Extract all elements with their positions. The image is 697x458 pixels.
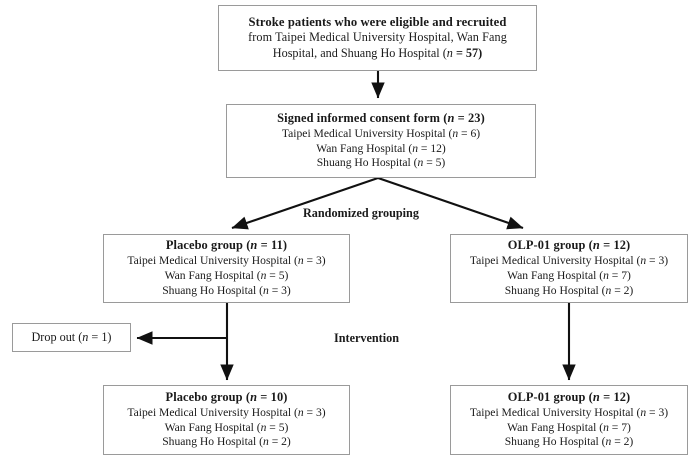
placebo-alloc-n-symbol: n bbox=[250, 238, 258, 253]
placebo-final-row-site: Shuang Ho Hospital ( bbox=[162, 435, 263, 449]
placebo-alloc-row-n-symbol: n bbox=[297, 254, 304, 268]
olp-final-row-n-value: = 2) bbox=[611, 435, 634, 449]
olp-final-row: Wan Fang Hospital (n = 7) bbox=[507, 421, 631, 436]
dropout-n-value: = 1) bbox=[88, 329, 112, 344]
consent-row-n-symbol: n bbox=[412, 141, 418, 155]
dropout-text: Drop out (n = 1) bbox=[32, 330, 112, 346]
placebo-alloc-row: Taipei Medical University Hospital (n = … bbox=[127, 254, 325, 269]
placebo-final-row: Wan Fang Hospital (n = 5) bbox=[165, 421, 289, 436]
olp-final-row: Taipei Medical University Hospital (n = … bbox=[470, 406, 668, 421]
placebo-final-header-text: Placebo group ( bbox=[165, 389, 251, 404]
olp-final-row-site: Wan Fang Hospital ( bbox=[507, 420, 604, 434]
placebo-alloc-row: Wan Fang Hospital (n = 5) bbox=[165, 269, 289, 284]
placebo-final-row-site: Wan Fang Hospital ( bbox=[164, 420, 261, 434]
box-dropout: Drop out (n = 1) bbox=[12, 323, 131, 352]
placebo-alloc-row-site: Taipei Medical University Hospital ( bbox=[127, 254, 298, 268]
eligible-line-2: from Taipei Medical University Hospital,… bbox=[248, 30, 507, 45]
placebo-alloc-row-n-symbol: n bbox=[260, 269, 267, 283]
olp-alloc-row-n-value: = 2) bbox=[611, 283, 634, 297]
consent-row-n-value: = 12) bbox=[418, 141, 446, 155]
placebo-alloc-header-text: Placebo group ( bbox=[165, 238, 251, 253]
placebo-alloc-row-n-symbol: n bbox=[263, 283, 269, 297]
placebo-alloc-row-n-value: = 3) bbox=[268, 283, 291, 297]
olp-final-n-symbol: n bbox=[592, 389, 600, 404]
olp-final-row-n-value: = 7) bbox=[608, 420, 631, 434]
olp-final-row-n-symbol: n bbox=[640, 405, 647, 419]
consent-n-value: = 23) bbox=[454, 110, 485, 125]
box-eligible-recruited: Stroke patients who were eligible and re… bbox=[218, 5, 537, 71]
placebo-alloc-row-n-value: = 3) bbox=[303, 254, 326, 268]
consent-row: Taipei Medical University Hospital (n = … bbox=[282, 127, 480, 142]
placebo-alloc-row-n-value: = 5) bbox=[266, 269, 289, 283]
eligible-n-symbol: n bbox=[446, 46, 453, 61]
olp-alloc-n-value: = 12) bbox=[599, 238, 631, 253]
olp-alloc-header-text: OLP-01 group ( bbox=[507, 238, 593, 253]
placebo-alloc-n-value: = 11) bbox=[257, 238, 288, 253]
olp-alloc-row-n-symbol: n bbox=[605, 283, 612, 297]
placebo-final-row-n-value: = 2) bbox=[268, 435, 291, 449]
consent-row-n-value: = 5) bbox=[423, 156, 446, 170]
consent-n-symbol: n bbox=[447, 110, 455, 125]
consent-row: Wan Fang Hospital (n = 12) bbox=[316, 142, 446, 157]
olp-final-row: Shuang Ho Hospital (n = 2) bbox=[505, 435, 634, 450]
olp-alloc-row-n-symbol: n bbox=[603, 269, 609, 283]
consent-row-site: Shuang Ho Hospital ( bbox=[316, 156, 418, 170]
consent-row-n-symbol: n bbox=[452, 126, 459, 140]
placebo-alloc-header: Placebo group (n = 11) bbox=[166, 238, 287, 254]
box-olp-allocated: OLP-01 group (n = 12) Taipei Medical Uni… bbox=[450, 234, 688, 303]
olp-alloc-row: Shuang Ho Hospital (n = 2) bbox=[505, 284, 634, 299]
olp-alloc-row-n-symbol: n bbox=[640, 254, 647, 268]
box-placebo-allocated: Placebo group (n = 11) Taipei Medical Un… bbox=[103, 234, 350, 303]
eligible-n-value: = 57) bbox=[452, 46, 483, 61]
eligible-line-3-text: Hospital, and Shuang Ho Hospital ( bbox=[272, 46, 447, 61]
placebo-final-row-site: Taipei Medical University Hospital ( bbox=[127, 405, 298, 419]
placebo-final-row-n-symbol: n bbox=[297, 405, 304, 419]
eligible-line-3: Hospital, and Shuang Ho Hospital (n = 57… bbox=[273, 46, 482, 62]
box-signed-consent: Signed informed consent form (n = 23) Ta… bbox=[226, 104, 536, 178]
placebo-final-row: Taipei Medical University Hospital (n = … bbox=[127, 406, 325, 421]
olp-alloc-row-n-value: = 7) bbox=[608, 269, 631, 283]
olp-final-row-n-symbol: n bbox=[605, 435, 612, 449]
olp-alloc-row-n-value: = 3) bbox=[646, 254, 669, 268]
placebo-final-n-value: = 10) bbox=[257, 389, 288, 404]
placebo-alloc-row: Shuang Ho Hospital (n = 3) bbox=[162, 284, 291, 299]
olp-alloc-row-site: Taipei Medical University Hospital ( bbox=[469, 254, 641, 268]
olp-final-header-text: OLP-01 group ( bbox=[507, 389, 593, 404]
box-placebo-analyzed: Placebo group (n = 10) Taipei Medical Un… bbox=[103, 385, 350, 455]
olp-final-row-n-symbol: n bbox=[603, 420, 609, 434]
olp-alloc-row-site: Shuang Ho Hospital ( bbox=[504, 283, 606, 297]
olp-alloc-row-site: Wan Fang Hospital ( bbox=[507, 269, 604, 283]
consent-row: Shuang Ho Hospital (n = 5) bbox=[317, 156, 446, 171]
olp-final-row-site: Taipei Medical University Hospital ( bbox=[469, 405, 641, 419]
olp-alloc-header: OLP-01 group (n = 12) bbox=[508, 238, 631, 254]
placebo-final-header: Placebo group (n = 10) bbox=[166, 390, 288, 406]
consent-row-n-symbol: n bbox=[417, 156, 424, 170]
consent-header-text: Signed informed consent form ( bbox=[277, 110, 448, 125]
olp-alloc-n-symbol: n bbox=[592, 238, 600, 253]
placebo-final-n-symbol: n bbox=[250, 389, 258, 404]
consent-header: Signed informed consent form (n = 23) bbox=[277, 111, 485, 127]
label-randomized-grouping: Randomized grouping bbox=[303, 206, 419, 220]
placebo-final-row-n-value: = 5) bbox=[266, 420, 289, 434]
placebo-final-row-n-value: = 3) bbox=[303, 405, 326, 419]
olp-final-row-n-value: = 3) bbox=[646, 405, 669, 419]
olp-alloc-row: Wan Fang Hospital (n = 7) bbox=[507, 269, 631, 284]
olp-final-header: OLP-01 group (n = 12) bbox=[508, 390, 631, 406]
olp-alloc-row: Taipei Medical University Hospital (n = … bbox=[470, 254, 668, 269]
label-intervention: Intervention bbox=[334, 331, 399, 345]
placebo-final-row-n-symbol: n bbox=[263, 435, 269, 449]
placebo-final-row-n-symbol: n bbox=[260, 420, 267, 434]
olp-final-n-value: = 12) bbox=[599, 389, 631, 404]
placebo-alloc-row-site: Wan Fang Hospital ( bbox=[164, 269, 261, 283]
box-olp-analyzed: OLP-01 group (n = 12) Taipei Medical Uni… bbox=[450, 385, 688, 455]
dropout-text-label: Drop out ( bbox=[31, 329, 83, 344]
placebo-final-row: Shuang Ho Hospital (n = 2) bbox=[162, 435, 291, 450]
consent-row-n-value: = 6) bbox=[458, 126, 481, 140]
consent-row-site: Wan Fang Hospital ( bbox=[316, 141, 413, 155]
placebo-alloc-row-site: Shuang Ho Hospital ( bbox=[162, 283, 263, 297]
consent-row-site: Taipei Medical University Hospital ( bbox=[281, 126, 453, 140]
olp-final-row-site: Shuang Ho Hospital ( bbox=[504, 435, 606, 449]
eligible-line-1: Stroke patients who were eligible and re… bbox=[248, 15, 507, 30]
dropout-n-symbol: n bbox=[82, 329, 89, 344]
